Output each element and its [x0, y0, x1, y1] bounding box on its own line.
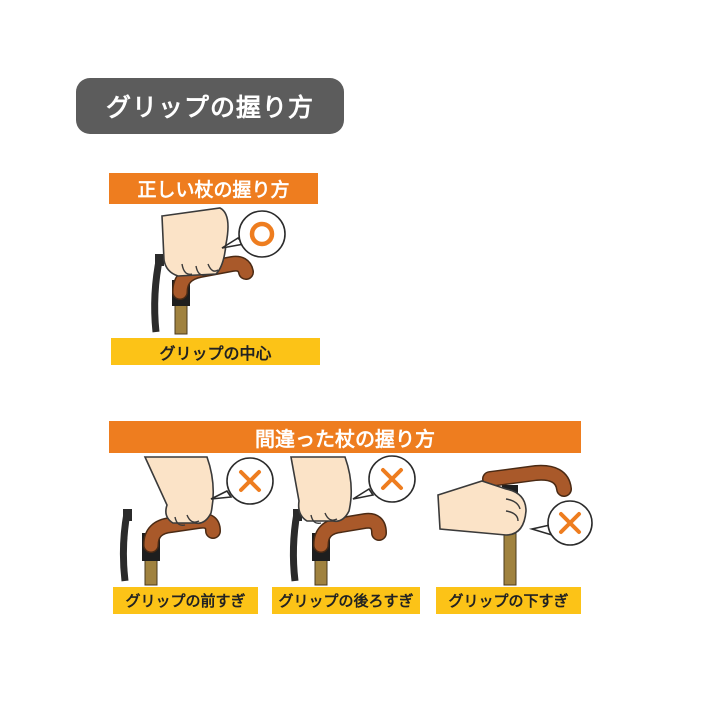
wrong-grip-low-caption: グリップの下すぎ [436, 587, 581, 614]
correct-grip-illustration [151, 207, 286, 335]
wrong-grip-back-illustration [289, 455, 416, 586]
wrong-grip-low-illustration [437, 464, 593, 586]
cross-icon [239, 470, 261, 492]
cross-icon [381, 468, 403, 490]
wrong-grip-front-caption: グリップの前すぎ [113, 587, 258, 614]
correct-grip-heading: 正しい杖の握り方 [109, 173, 318, 204]
wrong-grip-back-caption: グリップの後ろすぎ [272, 587, 420, 614]
wrong-grip-heading: 間違った杖の握り方 [109, 421, 581, 453]
page-title: グリップの握り方 [76, 78, 344, 134]
circle-icon [249, 221, 275, 247]
cross-icon [559, 512, 581, 534]
correct-grip-caption: グリップの中心 [111, 338, 320, 365]
